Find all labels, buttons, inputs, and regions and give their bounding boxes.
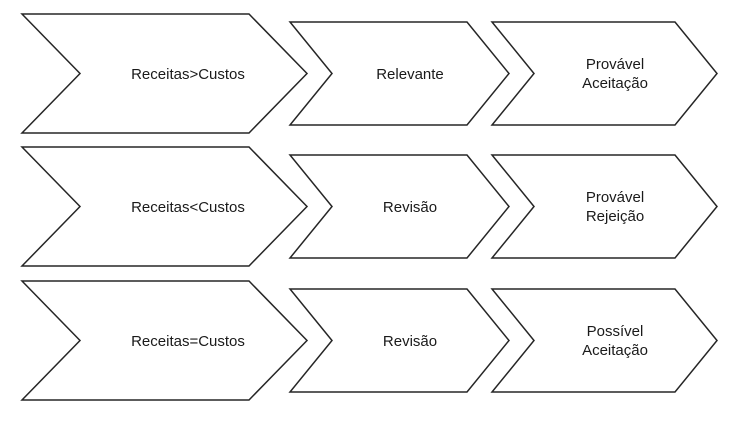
chevron-shape-r1-c2[interactable] <box>288 21 510 126</box>
chevron-shape-r3-c3[interactable] <box>490 288 718 393</box>
chevron-shape-r2-c3[interactable] <box>490 154 718 259</box>
chevron-shape-r2-c2[interactable] <box>288 154 510 259</box>
chevron-shape-r2-c1[interactable] <box>20 146 309 267</box>
chevron-shape-r1-c1[interactable] <box>20 13 309 134</box>
chevron-shape-r3-c1[interactable] <box>20 280 309 401</box>
chevron-shape-r1-c3[interactable] <box>490 21 718 126</box>
chevron-shape-r3-c2[interactable] <box>288 288 510 393</box>
